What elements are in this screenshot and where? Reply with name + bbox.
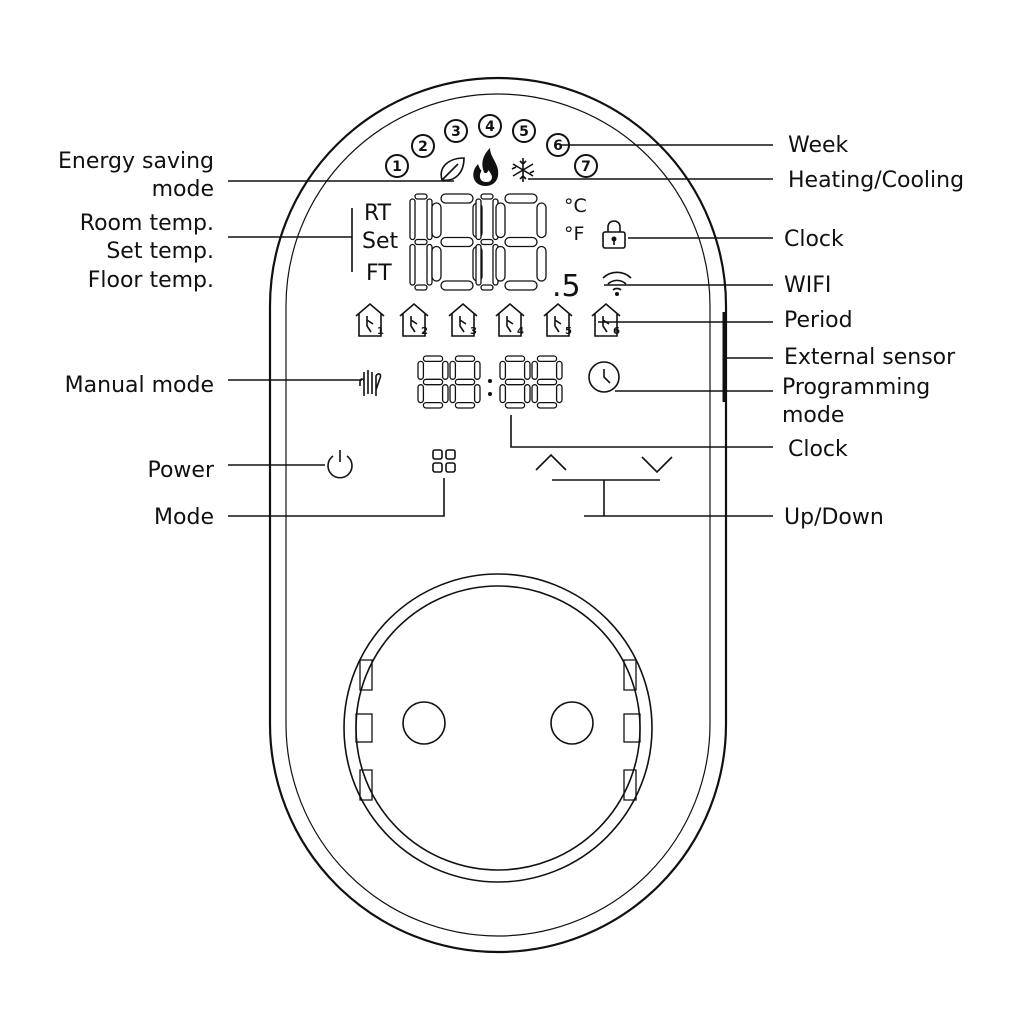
ft-label: FT xyxy=(366,261,392,286)
mode-icon[interactable] xyxy=(432,449,456,473)
lock-icon xyxy=(602,220,626,249)
week-day-3: 3 xyxy=(444,119,468,143)
callout-room-temp: Room temp. xyxy=(80,211,214,236)
power-button[interactable] xyxy=(324,446,356,480)
power-icon[interactable] xyxy=(324,446,356,480)
callout-period: Period xyxy=(784,308,853,333)
unit-fahrenheit: °F xyxy=(564,223,584,245)
period-icon-1: 1 xyxy=(355,302,385,337)
week-day-7: 7 xyxy=(574,154,598,178)
device-body xyxy=(268,76,728,954)
down-button[interactable] xyxy=(641,456,673,474)
callout-programming-mode-line1: Programming xyxy=(782,375,930,400)
callout-manual-mode: Manual mode xyxy=(65,373,214,398)
rt-label: RT xyxy=(364,201,392,226)
week-day-4: 4 xyxy=(478,114,502,138)
socket xyxy=(343,573,653,883)
period-number: 6 xyxy=(613,326,620,337)
unit-celsius: °C xyxy=(564,195,587,217)
down-arrow-icon[interactable] xyxy=(641,456,673,474)
clock-digit-3 xyxy=(499,355,531,409)
right-callouts: Week Heating/Cooling Clock WIFI Period E… xyxy=(782,133,964,530)
callout-energy-saving-line2: mode xyxy=(152,177,214,202)
week-day-2: 2 xyxy=(411,134,435,158)
week-day-number: 1 xyxy=(392,159,402,175)
callout-mode: Mode xyxy=(154,505,214,530)
mode-button[interactable] xyxy=(432,449,456,473)
callout-floor-temp: Floor temp. xyxy=(88,268,214,293)
leaf-icon xyxy=(440,157,465,182)
clock-digit-1 xyxy=(417,355,449,409)
period-number: 5 xyxy=(565,326,572,337)
clock-digit-2 xyxy=(449,355,481,409)
week-day-indicators: 12 3 4 5 6 7 xyxy=(385,114,598,178)
callout-wifi: WIFI xyxy=(784,273,831,298)
up-button[interactable] xyxy=(535,453,567,471)
decimal-digit: .5 xyxy=(552,269,581,304)
callout-programming-mode-line2: mode xyxy=(782,403,844,428)
period-number: 4 xyxy=(517,326,524,337)
temp-digit-2 xyxy=(495,193,547,291)
period-icon-3: 3 xyxy=(448,302,478,337)
period-icon-4: 4 xyxy=(495,302,525,337)
snowflake-icon xyxy=(511,158,535,182)
clock-icon xyxy=(588,361,620,393)
wifi-icon xyxy=(602,271,632,296)
callout-heating-cooling: Heating/Cooling xyxy=(788,168,964,193)
week-day-number: 2 xyxy=(418,139,428,155)
week-day-number: 5 xyxy=(519,124,529,140)
callout-energy-saving-line1: Energy saving xyxy=(58,149,214,174)
flame-icon xyxy=(473,148,499,186)
week-day-number: 6 xyxy=(553,138,563,154)
hand-icon xyxy=(359,370,382,396)
period-number: 3 xyxy=(470,326,477,337)
callout-clock-lock: Clock xyxy=(784,227,844,252)
callout-external-sensor: External sensor xyxy=(784,345,956,370)
week-day-number: 4 xyxy=(485,119,495,135)
period-icon-5: 5 xyxy=(543,302,573,337)
week-day-number: 3 xyxy=(451,124,461,140)
callout-clock: Clock xyxy=(788,437,848,462)
period-icon-2: 2 xyxy=(399,302,429,337)
set-label: Set xyxy=(362,229,399,254)
period-number: 1 xyxy=(377,326,384,337)
callout-up-down: Up/Down xyxy=(784,505,884,530)
week-day-number: 7 xyxy=(581,159,591,175)
clock-digits xyxy=(417,355,563,409)
leader-lines xyxy=(228,144,773,517)
callout-power: Power xyxy=(147,458,214,483)
period-number: 2 xyxy=(421,326,428,337)
callout-set-temp: Set temp. xyxy=(106,239,214,264)
callout-week: Week xyxy=(788,133,849,158)
temp-digit-1-left xyxy=(409,193,433,291)
temperature-digits xyxy=(409,193,547,291)
clock-digit-4 xyxy=(531,355,563,409)
week-day-1: 1 xyxy=(385,154,409,178)
left-callouts: Energy saving mode Room temp. Set temp. … xyxy=(58,149,215,530)
period-indicators: 1 2 3 4 5 6 xyxy=(355,302,621,337)
up-arrow-icon[interactable] xyxy=(535,453,567,471)
week-day-5: 5 xyxy=(512,119,536,143)
